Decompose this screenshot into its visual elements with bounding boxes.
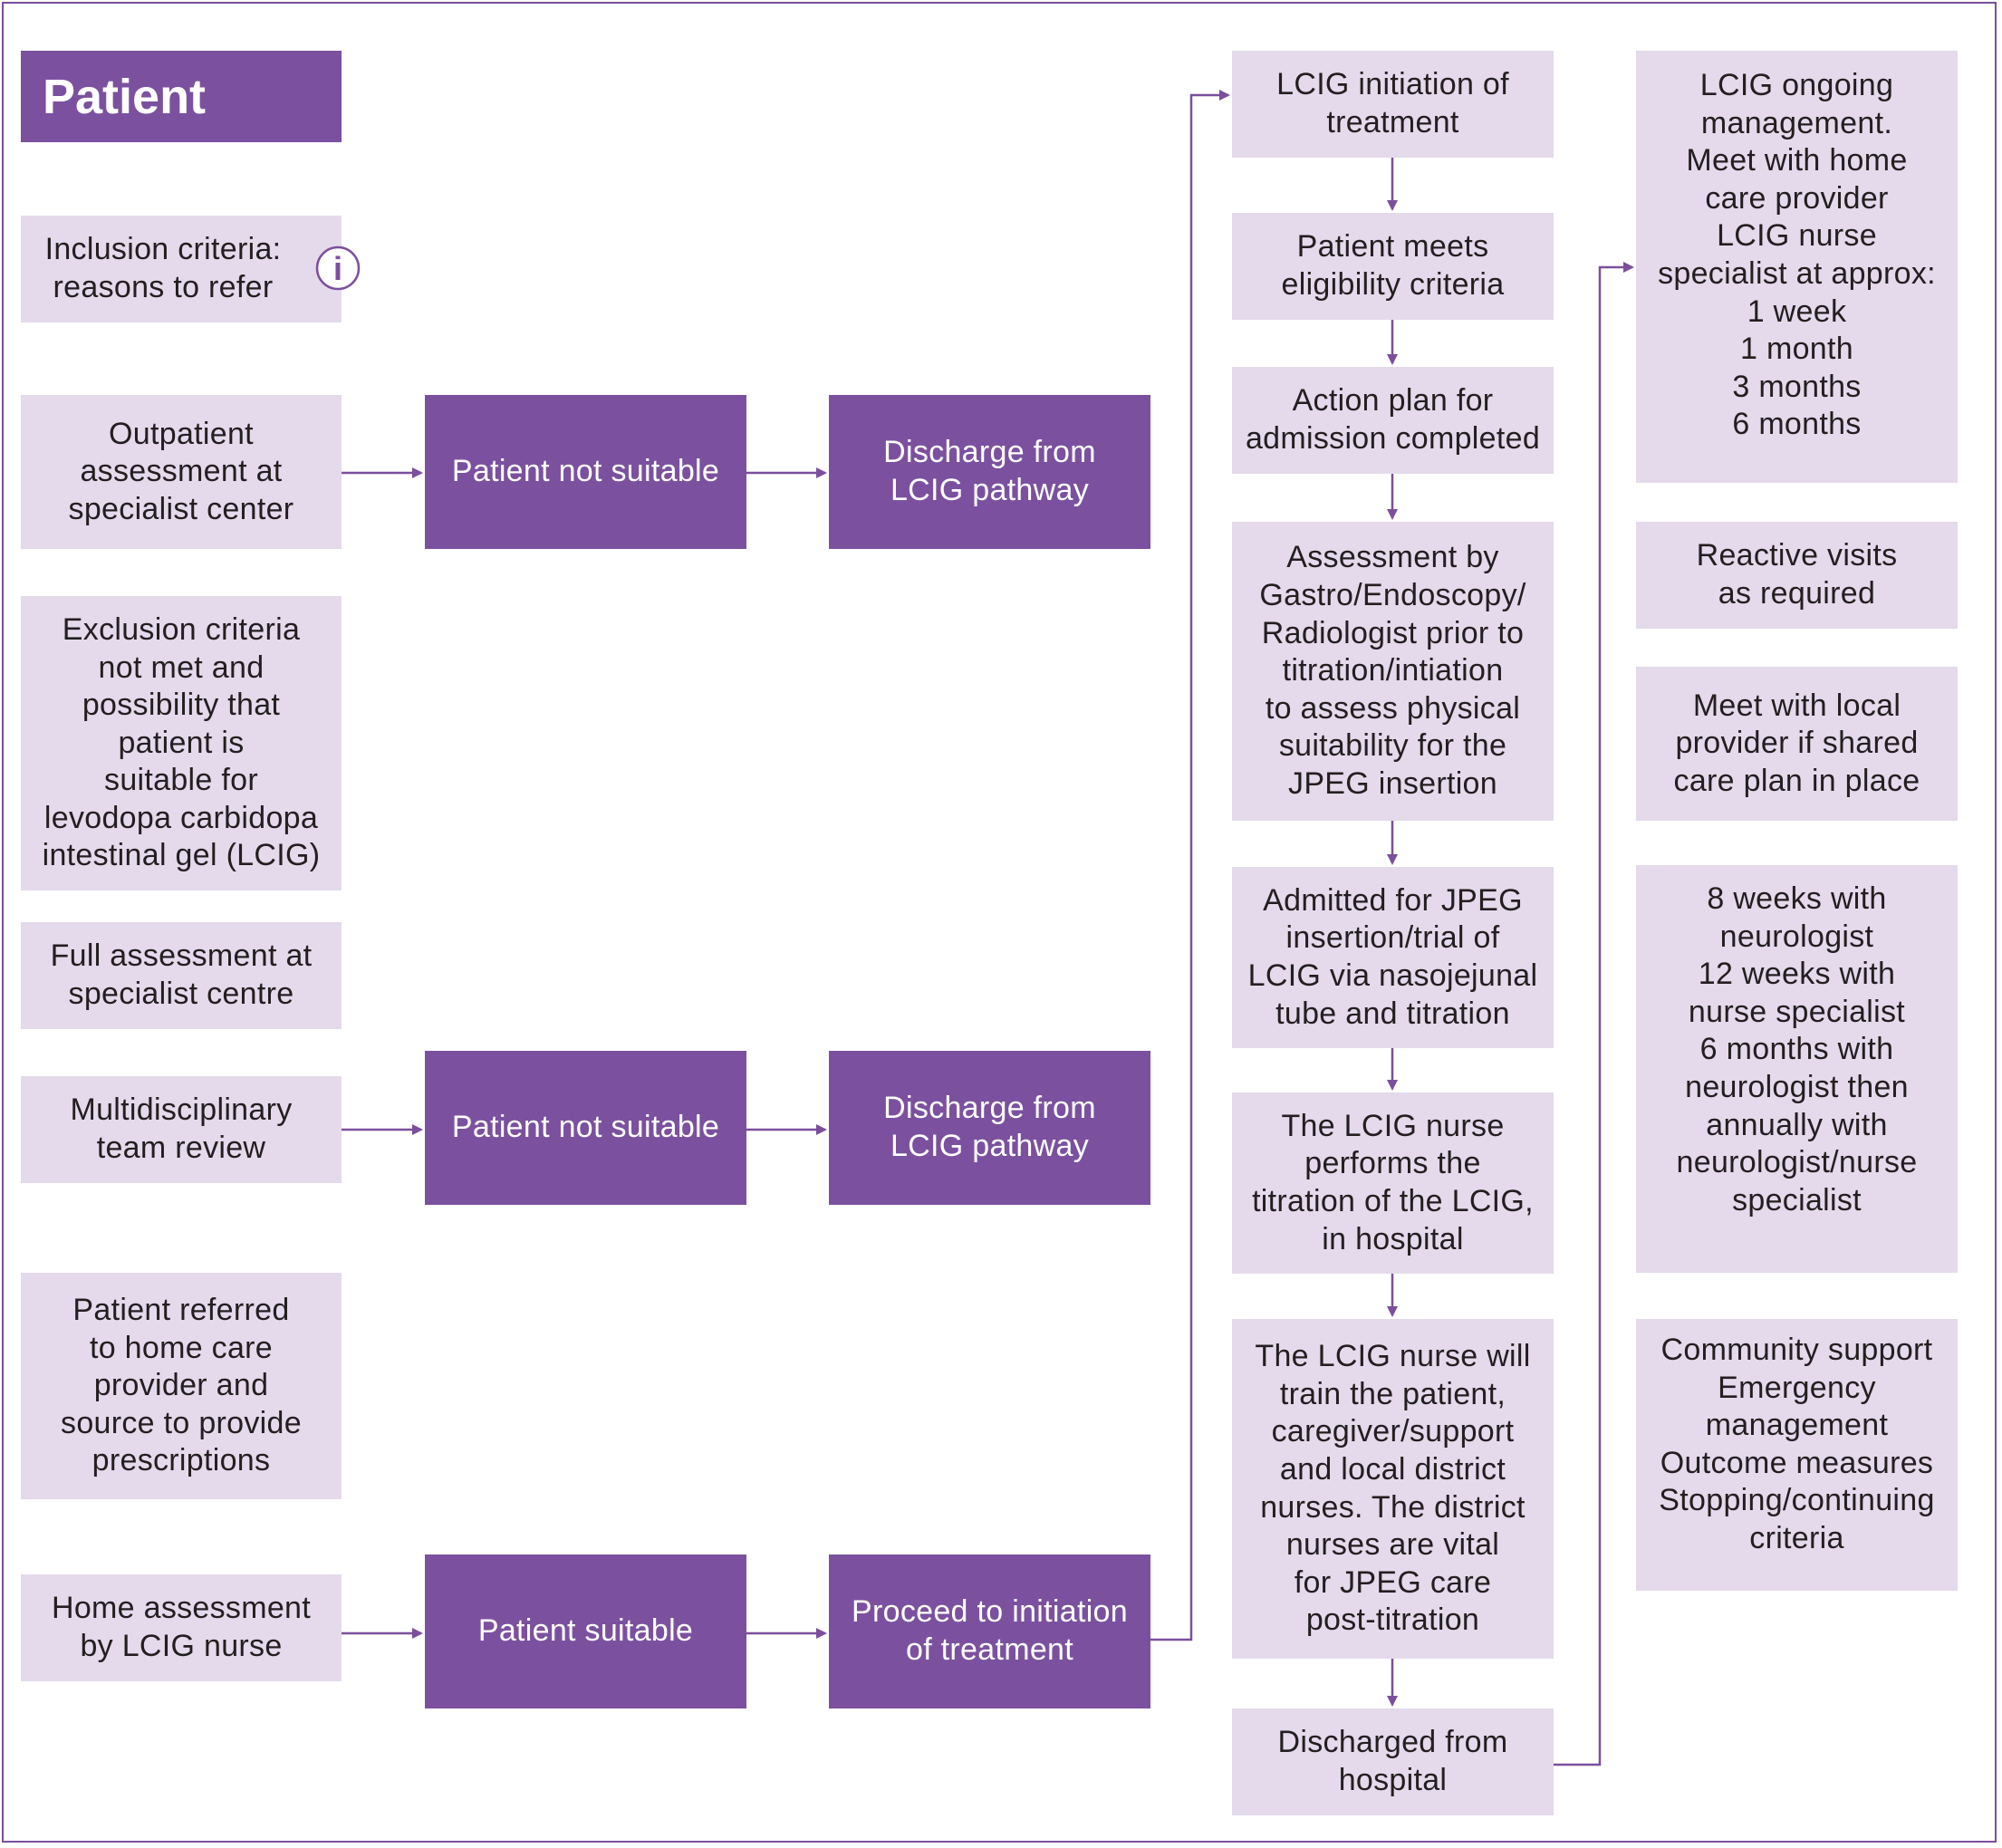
box-inclusion-criteria: Inclusion criteria: reasons to refer xyxy=(21,216,342,322)
box-discharged-hospital: Discharged from hospital xyxy=(1232,1708,1554,1815)
box-outpatient-assessment: Outpatient assessment at specialist cent… xyxy=(21,395,342,549)
box-exclusion-criteria: Exclusion criteria not met and possibili… xyxy=(21,596,342,890)
info-icon[interactable]: i xyxy=(315,245,361,291)
box-patient-referred: Patient referred to home care provider a… xyxy=(21,1273,342,1499)
box-nurse-titration: The LCIG nurse performs the titration of… xyxy=(1232,1092,1554,1274)
info-icon-letter: i xyxy=(333,250,342,287)
arrow-proceed-to-initiation xyxy=(1150,90,1230,1641)
box-patient-suitable: Patient suitable xyxy=(425,1554,746,1708)
box-not-suitable-2: Patient not suitable xyxy=(425,1051,746,1205)
box-discharge-1: Discharge from LCIG pathway xyxy=(829,395,1150,549)
box-followup-schedule: 8 weeks with neurologist 12 weeks with n… xyxy=(1636,865,1958,1273)
box-ongoing-management: LCIG ongoing management. Meet with home … xyxy=(1636,51,1958,483)
box-lcig-initiation: LCIG initiation of treatment xyxy=(1232,51,1554,158)
box-not-suitable-1: Patient not suitable xyxy=(425,395,746,549)
box-admitted: Admitted for JPEG insertion/trial of LCI… xyxy=(1232,867,1554,1048)
box-nurse-training: The LCIG nurse will train the patient, c… xyxy=(1232,1319,1554,1659)
box-full-assessment: Full assessment at specialist centre xyxy=(21,922,342,1029)
diagram-title: Patient xyxy=(21,51,342,142)
box-community-support: Community support Emergency management O… xyxy=(1636,1319,1958,1591)
box-action-plan: Action plan for admission completed xyxy=(1232,367,1554,474)
box-mdt-review: Multidisciplinary team review xyxy=(21,1076,342,1183)
box-local-provider: Meet with local provider if shared care … xyxy=(1636,667,1958,821)
box-proceed-initiation: Proceed to initiation of treatment xyxy=(829,1554,1150,1708)
box-reactive-visits: Reactive visits as required xyxy=(1636,522,1958,629)
box-home-assessment: Home assessment by LCIG nurse xyxy=(21,1574,342,1681)
box-eligibility: Patient meets eligibility criteria xyxy=(1232,213,1554,320)
box-gastro-assessment: Assessment by Gastro/Endoscopy/ Radiolog… xyxy=(1232,522,1554,821)
arrow-discharged-to-ongoing xyxy=(1554,262,1634,1766)
box-discharge-2: Discharge from LCIG pathway xyxy=(829,1051,1150,1205)
